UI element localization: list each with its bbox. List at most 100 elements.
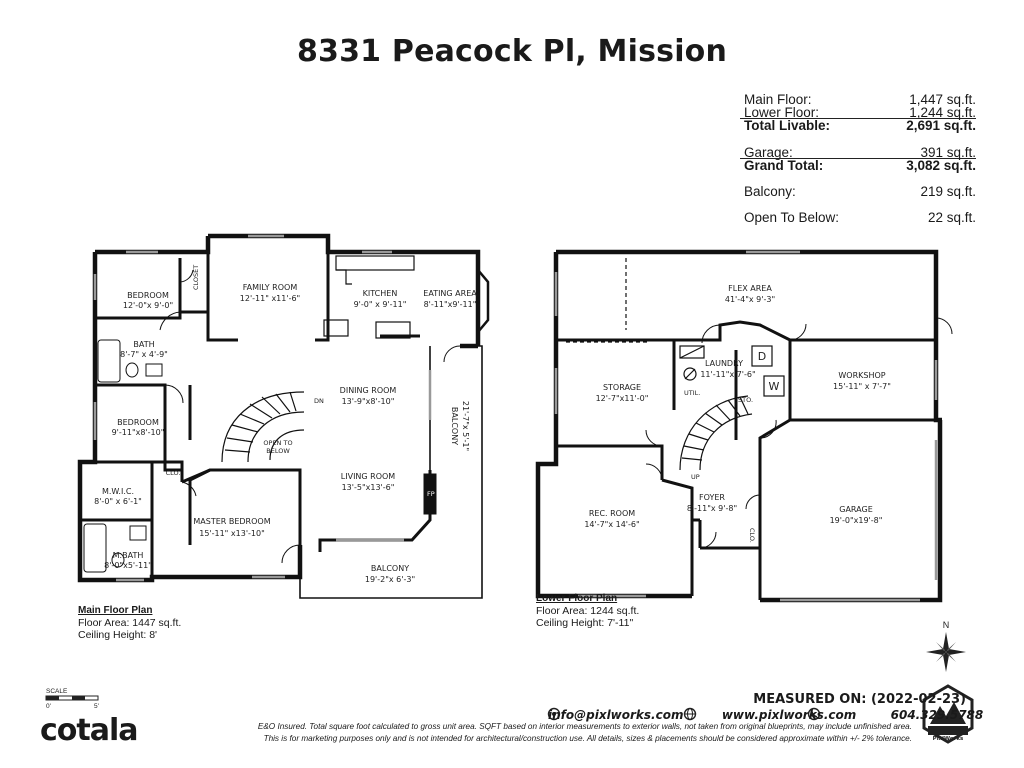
lower-floor-ceiling: Ceiling Height: 7'-11" (536, 617, 634, 629)
fireplace-label: FP (427, 490, 435, 498)
lower-floor-labels: FLEX AREA 41'-4"x 9'-3" LAUNDRY 11'-11"x… (584, 284, 891, 543)
closet-label: CLO. (748, 528, 756, 543)
washer-icon (763, 375, 785, 397)
below-label: BELOW (266, 447, 290, 455)
room-dims: 9'-11"x8'-10" (112, 428, 165, 437)
lower-floor-plan (535, 249, 953, 603)
room-dims: 13'-9"x8'-10" (342, 397, 395, 406)
area-value: 1,447 sq.ft. (909, 92, 976, 107)
divider (740, 118, 976, 119)
area-label: Lower Floor: (744, 105, 820, 120)
room-name: KITCHEN (363, 289, 398, 298)
main-staircase (221, 391, 305, 463)
main-floor-labels: BEDROOM 12'-0"x 9'-0" CLOSET FAMILY ROOM… (94, 265, 477, 584)
water-heater-icon (683, 367, 697, 381)
room-name: M.W.I.C. (102, 487, 134, 496)
room-name: BATH (133, 340, 154, 349)
lower-floor-caption: Lower Floor Plan Floor Area: 1244 sq.ft.… (536, 592, 639, 629)
compass-icon (926, 632, 966, 672)
room-name: LIVING ROOM (341, 472, 396, 481)
room-name: LAUNDRY (705, 359, 743, 368)
website-link[interactable]: www.pixlworks.com (721, 708, 857, 722)
room-dims: 21'-7"x 5'-1" (461, 401, 470, 451)
util-label: UTIL. (684, 389, 700, 397)
disclaimer-line-2: This is for marketing purposes only and … (263, 734, 912, 743)
cotala-logo: cotala (40, 713, 139, 748)
room-dims: 41'-4"x 9'-3" (725, 295, 775, 304)
room-dims: 19'-2"x 6'-3" (365, 575, 415, 584)
lower-floor-heading: Lower Floor Plan (536, 593, 618, 604)
page-title: 8331 Peacock Pl, Mission (296, 34, 728, 69)
compass-label: N (943, 620, 950, 630)
room-dims: 9'-0" x 9'-11" (354, 300, 407, 309)
room-name: FLEX AREA (728, 284, 772, 293)
laundry-appliances (679, 345, 785, 397)
room-dims: 15'-11" x 7'-7" (833, 382, 891, 391)
divider (740, 158, 976, 159)
scale-label: SCALE (46, 688, 68, 695)
stair-up-label: UP (691, 473, 700, 481)
area-value: 22 sq.ft. (927, 210, 976, 225)
open-to-label: OPEN TO (263, 439, 292, 447)
room-name: BEDROOM (117, 418, 159, 427)
fireplace (423, 473, 437, 515)
room-name: DINING ROOM (340, 386, 397, 395)
disclaimer-line-1: E&O Insured. Total square foot calculate… (257, 722, 912, 731)
room-name: M.BATH (113, 551, 144, 560)
area-label: Grand Total: (744, 158, 824, 173)
area-label: Main Floor: (744, 92, 812, 107)
main-floor-caption: Main Floor Plan Floor Area: 1447 sq.ft. … (78, 604, 181, 641)
main-floor-plan (77, 233, 490, 599)
area-value: 3,082 sq.ft. (906, 158, 976, 173)
room-name: CLOSET (192, 265, 200, 290)
globe-icon (683, 707, 697, 721)
lower-staircase (679, 395, 753, 471)
area-label: Balcony: (744, 184, 796, 199)
room-name: FAMILY ROOM (243, 283, 298, 292)
phone-number: 604.329.5788 (890, 708, 984, 722)
room-name: EATING AREA (423, 289, 477, 298)
email-link[interactable]: info@pixlworks.com (548, 708, 684, 722)
badge-label: PixlWorks (933, 736, 964, 742)
area-value: 1,244 sq.ft. (909, 105, 976, 120)
area-value: 2,691 sq.ft. (906, 118, 976, 133)
room-name: FOYER (699, 493, 725, 502)
scale-bar (45, 695, 99, 701)
room-name: REC. ROOM (589, 509, 635, 518)
lower-door-swings (645, 317, 953, 549)
room-dims: 8'-11"x9'-11" (424, 300, 477, 309)
room-dims: 12'-0"x 9'-0" (123, 301, 173, 310)
room-dims: 8'-0"x5'-11" (104, 561, 152, 570)
dryer-icon (751, 345, 773, 367)
room-dims: 12'-7"x11'-0" (596, 394, 649, 403)
kitchen-counters (323, 255, 415, 339)
room-name: GARAGE (839, 505, 873, 514)
room-name: STORAGE (603, 383, 641, 392)
main-interior-walls (80, 252, 432, 575)
room-name: BALCONY (450, 407, 459, 445)
lower-interior-walls (556, 320, 936, 600)
dryer-label: D (758, 350, 766, 363)
room-dims: 14'-7"x 14'-6" (584, 520, 639, 529)
area-value: 219 sq.ft. (920, 184, 976, 199)
eating-area-bay (477, 269, 490, 333)
email-icon (547, 707, 561, 721)
main-floor-ceiling: Ceiling Height: 8' (78, 629, 158, 641)
area-value: 391 sq.ft. (920, 145, 976, 160)
room-dims: 12'-11" x11'-6" (240, 294, 300, 303)
room-dims: 15'-11" x13'-10" (199, 529, 265, 538)
room-dims: 8'-11"x 9'-8" (687, 504, 737, 513)
room-name: BEDROOM (127, 291, 169, 300)
scale-end: 5' (94, 703, 99, 710)
area-label: Garage: (744, 145, 793, 160)
scale-start: 0' (46, 703, 51, 710)
room-dims: 13'-5"x13'-6" (342, 483, 395, 492)
main-door-swings (159, 269, 461, 564)
closet-label: CLO. (166, 469, 181, 477)
storage-partitions (566, 258, 650, 343)
lower-floor-area: Floor Area: 1244 sq.ft. (536, 605, 640, 617)
contact-line: info@pixlworks.com www.pixlworks.com 604… (548, 708, 983, 722)
main-floor-area: Floor Area: 1447 sq.ft. (78, 617, 182, 629)
storage-small-label: STO. (738, 396, 753, 404)
